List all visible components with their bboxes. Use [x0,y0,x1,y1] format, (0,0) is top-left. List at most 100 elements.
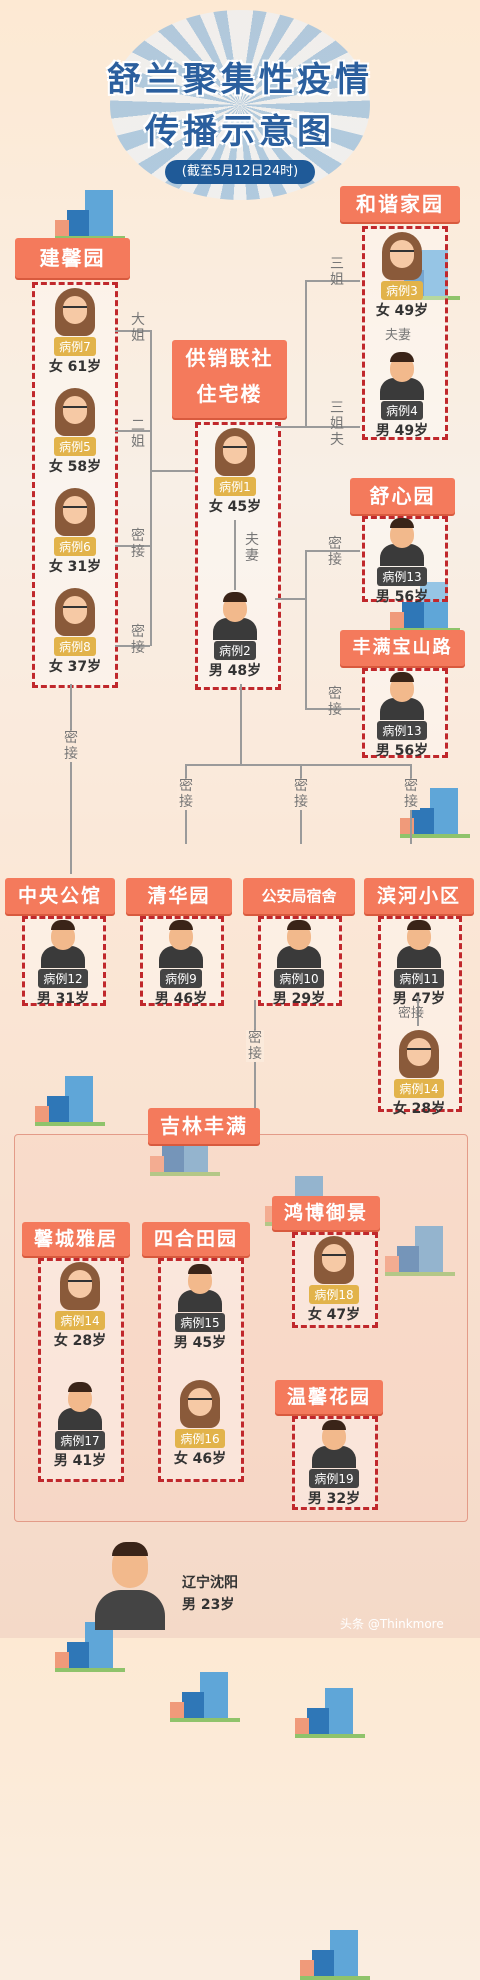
relation-label: 密接 [292,778,310,810]
case-badge: 病例11 [394,969,444,988]
location-label-fengman-baoshan: 丰满宝山路 [340,630,465,666]
case-info: 女 28岁 [53,1333,107,1349]
female-avatar-icon [55,588,95,636]
case-badge: 病例13 [377,721,427,740]
location-label-gonganju: 公安局宿舍 [243,878,355,914]
male-avatar-icon [277,918,321,968]
location-label-qinghua: 清华园 [126,878,232,914]
building-icon [400,788,470,838]
case-info: 女 28岁 [392,1101,446,1117]
relation-label: 密接 [131,624,145,656]
connector [275,426,305,428]
case-info: 女 61岁 [48,359,102,375]
connector [185,764,410,766]
relation-label: 密接 [131,528,145,560]
case-info: 男 56岁 [375,589,429,605]
connector [275,598,305,600]
case-16: 病例16 女 46岁 [158,1380,242,1468]
female-avatar-icon [215,428,255,476]
case-info: 男 46岁 [154,991,208,1007]
relation-label: 大姐 [131,312,145,344]
female-avatar-icon [60,1262,100,1310]
connector [417,996,419,1026]
case-badge: 病例19 [309,1469,359,1488]
building-icon [55,190,125,240]
case-1: 病例1 女 45岁 [195,428,275,516]
female-avatar-icon [399,1030,439,1078]
relation-label: 密接 [328,536,342,568]
male-avatar-icon [380,516,424,566]
watermark: 头条 @Thinkmore [340,1617,444,1631]
building-icon [295,1688,365,1738]
location-label-jilin-fengman: 吉林丰满 [148,1108,260,1144]
case-info: 女 47岁 [307,1307,361,1323]
relation-label: 夫妻 [245,532,259,564]
connector [115,645,150,647]
connector [70,684,72,874]
case-6: 病例6 女 31岁 [35,488,115,576]
case-15: 病例15 男 45岁 [158,1262,242,1352]
male-avatar-icon [58,1380,102,1430]
case-badge: 病例4 [381,401,423,420]
case-info: 女 37岁 [48,659,102,675]
relation-label: 密接 [246,1030,264,1062]
case-12: 病例12 男 31岁 [22,918,104,1008]
male-avatar-icon [312,1418,356,1468]
male-large-avatar-icon [95,1540,165,1630]
relation-label: 密接 [398,1006,425,1021]
location-label-hongbo: 鸿博御景 [272,1196,380,1230]
connector [234,520,236,590]
case-10: 病例10 男 29岁 [258,918,340,1008]
relation-label: 密接 [328,686,342,718]
case-info: 男 45岁 [173,1335,227,1351]
case-badge: 病例6 [54,537,96,556]
case-9: 病例9 男 46岁 [140,918,222,1008]
case-badge: 病例10 [274,969,324,988]
case-badge: 病例1 [214,477,256,496]
case-badge: 病例9 [160,969,202,988]
case-badge: 病例13 [377,567,427,586]
female-avatar-icon [180,1380,220,1428]
case-7: 病例7 女 61岁 [35,288,115,376]
case-info: 女 45岁 [208,499,262,515]
case-badge: 病例7 [54,337,96,356]
female-avatar-icon [314,1236,354,1284]
case-info: 女 46岁 [173,1451,227,1467]
connector [305,280,360,282]
male-avatar-icon [213,590,257,640]
page-title-line1: 舒兰聚集性疫情 [107,60,373,100]
case-badge: 病例14 [55,1311,105,1330]
connector [305,550,360,552]
connector [305,550,307,710]
case-info: 男 32岁 [307,1491,361,1507]
building-icon [170,1672,240,1722]
case-3: 病例3 女 49岁 [362,232,442,320]
case-badge: 病例12 [38,969,88,988]
case-13-b: 病例13 男 56岁 [362,670,442,760]
title-area: 舒兰聚集性疫情 传播示意图 (截至5月12日24时) [0,0,480,200]
case-badge: 病例15 [175,1313,225,1332]
relation-label: 密接 [62,730,80,762]
case-5: 病例5 女 58岁 [35,388,115,476]
connector [305,280,307,428]
location-label-gongxiao: 供销联社 住宅楼 [172,340,287,418]
building-icon [35,1076,105,1126]
male-avatar-icon [41,918,85,968]
case-badge: 病例18 [309,1285,359,1304]
case-badge: 病例5 [54,437,96,456]
male-avatar-icon [380,670,424,720]
case-info: 女 31岁 [48,559,102,575]
connector [150,470,195,472]
connector [115,545,150,547]
connector [240,684,242,764]
location-label-shuxin: 舒心园 [350,478,455,514]
relation-label: 二姐 [131,418,145,450]
case-info: 女 49岁 [375,303,429,319]
case-14-b: 病例14 女 28岁 [38,1262,122,1350]
case-info: 男 48岁 [208,663,262,679]
case-4: 病例4 男 49岁 [362,350,442,440]
location-label-jianxin: 建馨园 [15,238,130,278]
case-13-a: 病例13 男 56岁 [362,516,442,606]
bottom-info: 男 23岁 [182,1597,235,1613]
relation-label: 夫妻 [385,328,412,343]
